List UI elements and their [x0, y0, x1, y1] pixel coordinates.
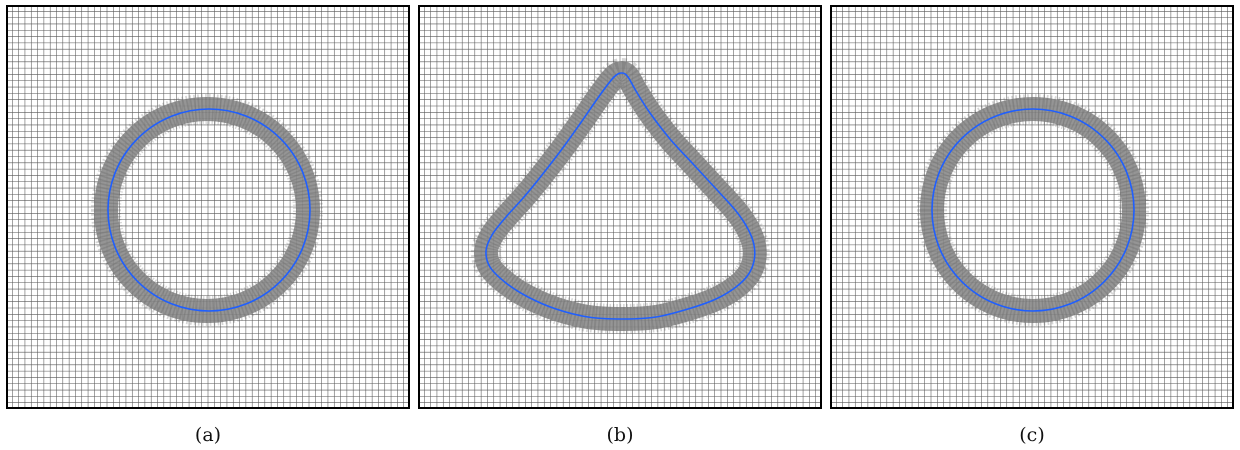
panel-a [6, 5, 410, 409]
interface-curve [107, 108, 311, 312]
refined-band [93, 97, 321, 323]
mesh-panel-b [418, 5, 822, 409]
caption-b: (b) [606, 424, 634, 446]
panel-frame [830, 5, 1234, 409]
interface-curve [931, 108, 1135, 312]
panel-b [418, 5, 822, 409]
mesh-panel-c [830, 5, 1234, 409]
panel-frame [6, 5, 410, 409]
caption-c: (c) [1019, 424, 1045, 446]
panel-frame [418, 5, 822, 409]
refined-band-texture [90, 94, 324, 326]
caption-a: (a) [194, 424, 222, 446]
interface-curve [485, 72, 756, 320]
panel-c [830, 5, 1234, 409]
mesh-panel-a [6, 5, 410, 409]
